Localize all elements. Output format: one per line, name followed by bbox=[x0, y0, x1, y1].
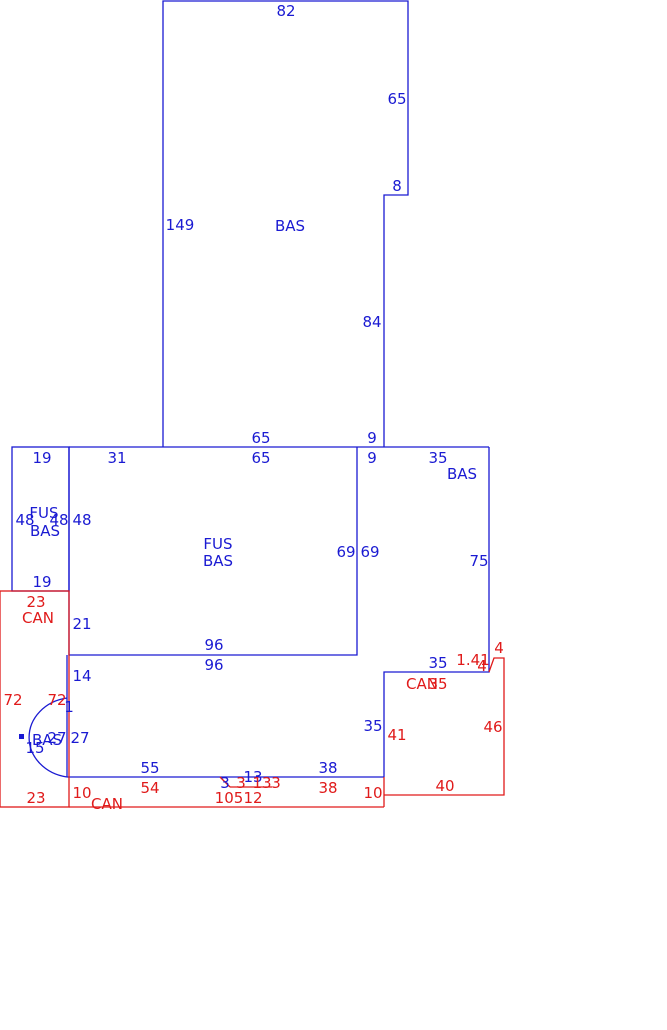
label-t3b: 3 bbox=[236, 774, 246, 792]
label-fusMid: FUS bbox=[203, 535, 232, 553]
label-basLeft: BAS bbox=[30, 522, 60, 540]
label-t31: 31 bbox=[107, 449, 126, 467]
label-t48b: 48 bbox=[49, 511, 68, 529]
label-t65a: 65 bbox=[387, 90, 406, 108]
label-t19b: 19 bbox=[32, 573, 51, 591]
label-t40: 40 bbox=[435, 777, 454, 795]
label-basRight: BAS bbox=[447, 465, 477, 483]
left-can-outline bbox=[0, 590, 70, 808]
label-basMid: BAS bbox=[203, 552, 233, 570]
label-t84: 84 bbox=[362, 313, 381, 331]
label-t46: 46 bbox=[483, 718, 502, 736]
label-t141: 1.41 bbox=[456, 651, 489, 669]
center-fus-bas-room-outline bbox=[68, 447, 358, 656]
label-basSmall: BAS bbox=[32, 731, 62, 749]
label-t105: 105 bbox=[215, 789, 244, 807]
label-basMain: BAS bbox=[275, 217, 305, 235]
label-t1: 1 bbox=[64, 698, 74, 716]
label-t10b: 10 bbox=[363, 784, 382, 802]
label-t38b: 38 bbox=[318, 779, 337, 797]
main-upper-room-outline bbox=[162, 0, 409, 447]
bay-window-marker bbox=[19, 734, 24, 739]
label-t72a: 72 bbox=[3, 691, 22, 709]
label-t48a: 48 bbox=[15, 511, 34, 529]
label-t14: 14 bbox=[72, 667, 91, 685]
label-t38a: 38 bbox=[318, 759, 337, 777]
label-t69a: 69 bbox=[336, 543, 355, 561]
label-t82: 82 bbox=[276, 2, 295, 20]
label-fusLeft: FUS bbox=[29, 504, 58, 522]
label-canBottom: CAN bbox=[91, 795, 123, 813]
label-t41: 41 bbox=[387, 726, 406, 744]
label-t65c: 65 bbox=[251, 449, 270, 467]
label-canLeft: CAN bbox=[22, 609, 54, 627]
label-t23b: 23 bbox=[26, 789, 45, 807]
right-bas-room-outline bbox=[383, 447, 490, 777]
label-t21: 21 bbox=[72, 615, 91, 633]
label-t13r: 13 bbox=[252, 774, 271, 792]
label-t4a: 4 bbox=[494, 639, 504, 657]
label-t8: 8 bbox=[392, 177, 402, 195]
label-t54: 54 bbox=[140, 779, 159, 797]
label-t48c: 48 bbox=[72, 511, 91, 529]
label-t69b: 69 bbox=[360, 543, 379, 561]
label-t35c: 35 bbox=[428, 675, 447, 693]
label-t27a: 27 bbox=[47, 729, 66, 747]
label-t9b: 9 bbox=[367, 449, 377, 467]
label-t55: 55 bbox=[140, 759, 159, 777]
bay-window-arc bbox=[28, 697, 68, 778]
label-t13: 13 bbox=[243, 768, 262, 786]
label-t65b: 65 bbox=[251, 429, 270, 447]
label-t72b: 72 bbox=[47, 691, 66, 709]
label-t35d: 35 bbox=[363, 717, 382, 735]
label-t35b: 35 bbox=[428, 654, 447, 672]
label-t149: 149 bbox=[166, 216, 195, 234]
label-t3a: 3 bbox=[220, 774, 230, 792]
label-t96a: 96 bbox=[204, 636, 223, 654]
bottom-can-step bbox=[219, 776, 231, 788]
label-t15: 15 bbox=[25, 739, 44, 757]
label-t3c: 3 bbox=[271, 774, 281, 792]
label-t4b: 4 bbox=[477, 657, 487, 675]
label-t23a: 23 bbox=[26, 593, 45, 611]
label-t75: 75 bbox=[469, 552, 488, 570]
label-t9a: 9 bbox=[367, 429, 377, 447]
label-t10a: 10 bbox=[72, 784, 91, 802]
bas-outlines bbox=[11, 0, 490, 778]
label-t96b: 96 bbox=[204, 656, 223, 674]
can-outlines bbox=[0, 590, 505, 808]
label-t27b: 27 bbox=[70, 729, 89, 747]
label-t19a: 19 bbox=[32, 449, 51, 467]
label-canRight: CAN bbox=[406, 675, 438, 693]
label-t35a: 35 bbox=[428, 449, 447, 467]
label-t12: 12 bbox=[243, 789, 262, 807]
right-can-outline bbox=[384, 657, 505, 796]
